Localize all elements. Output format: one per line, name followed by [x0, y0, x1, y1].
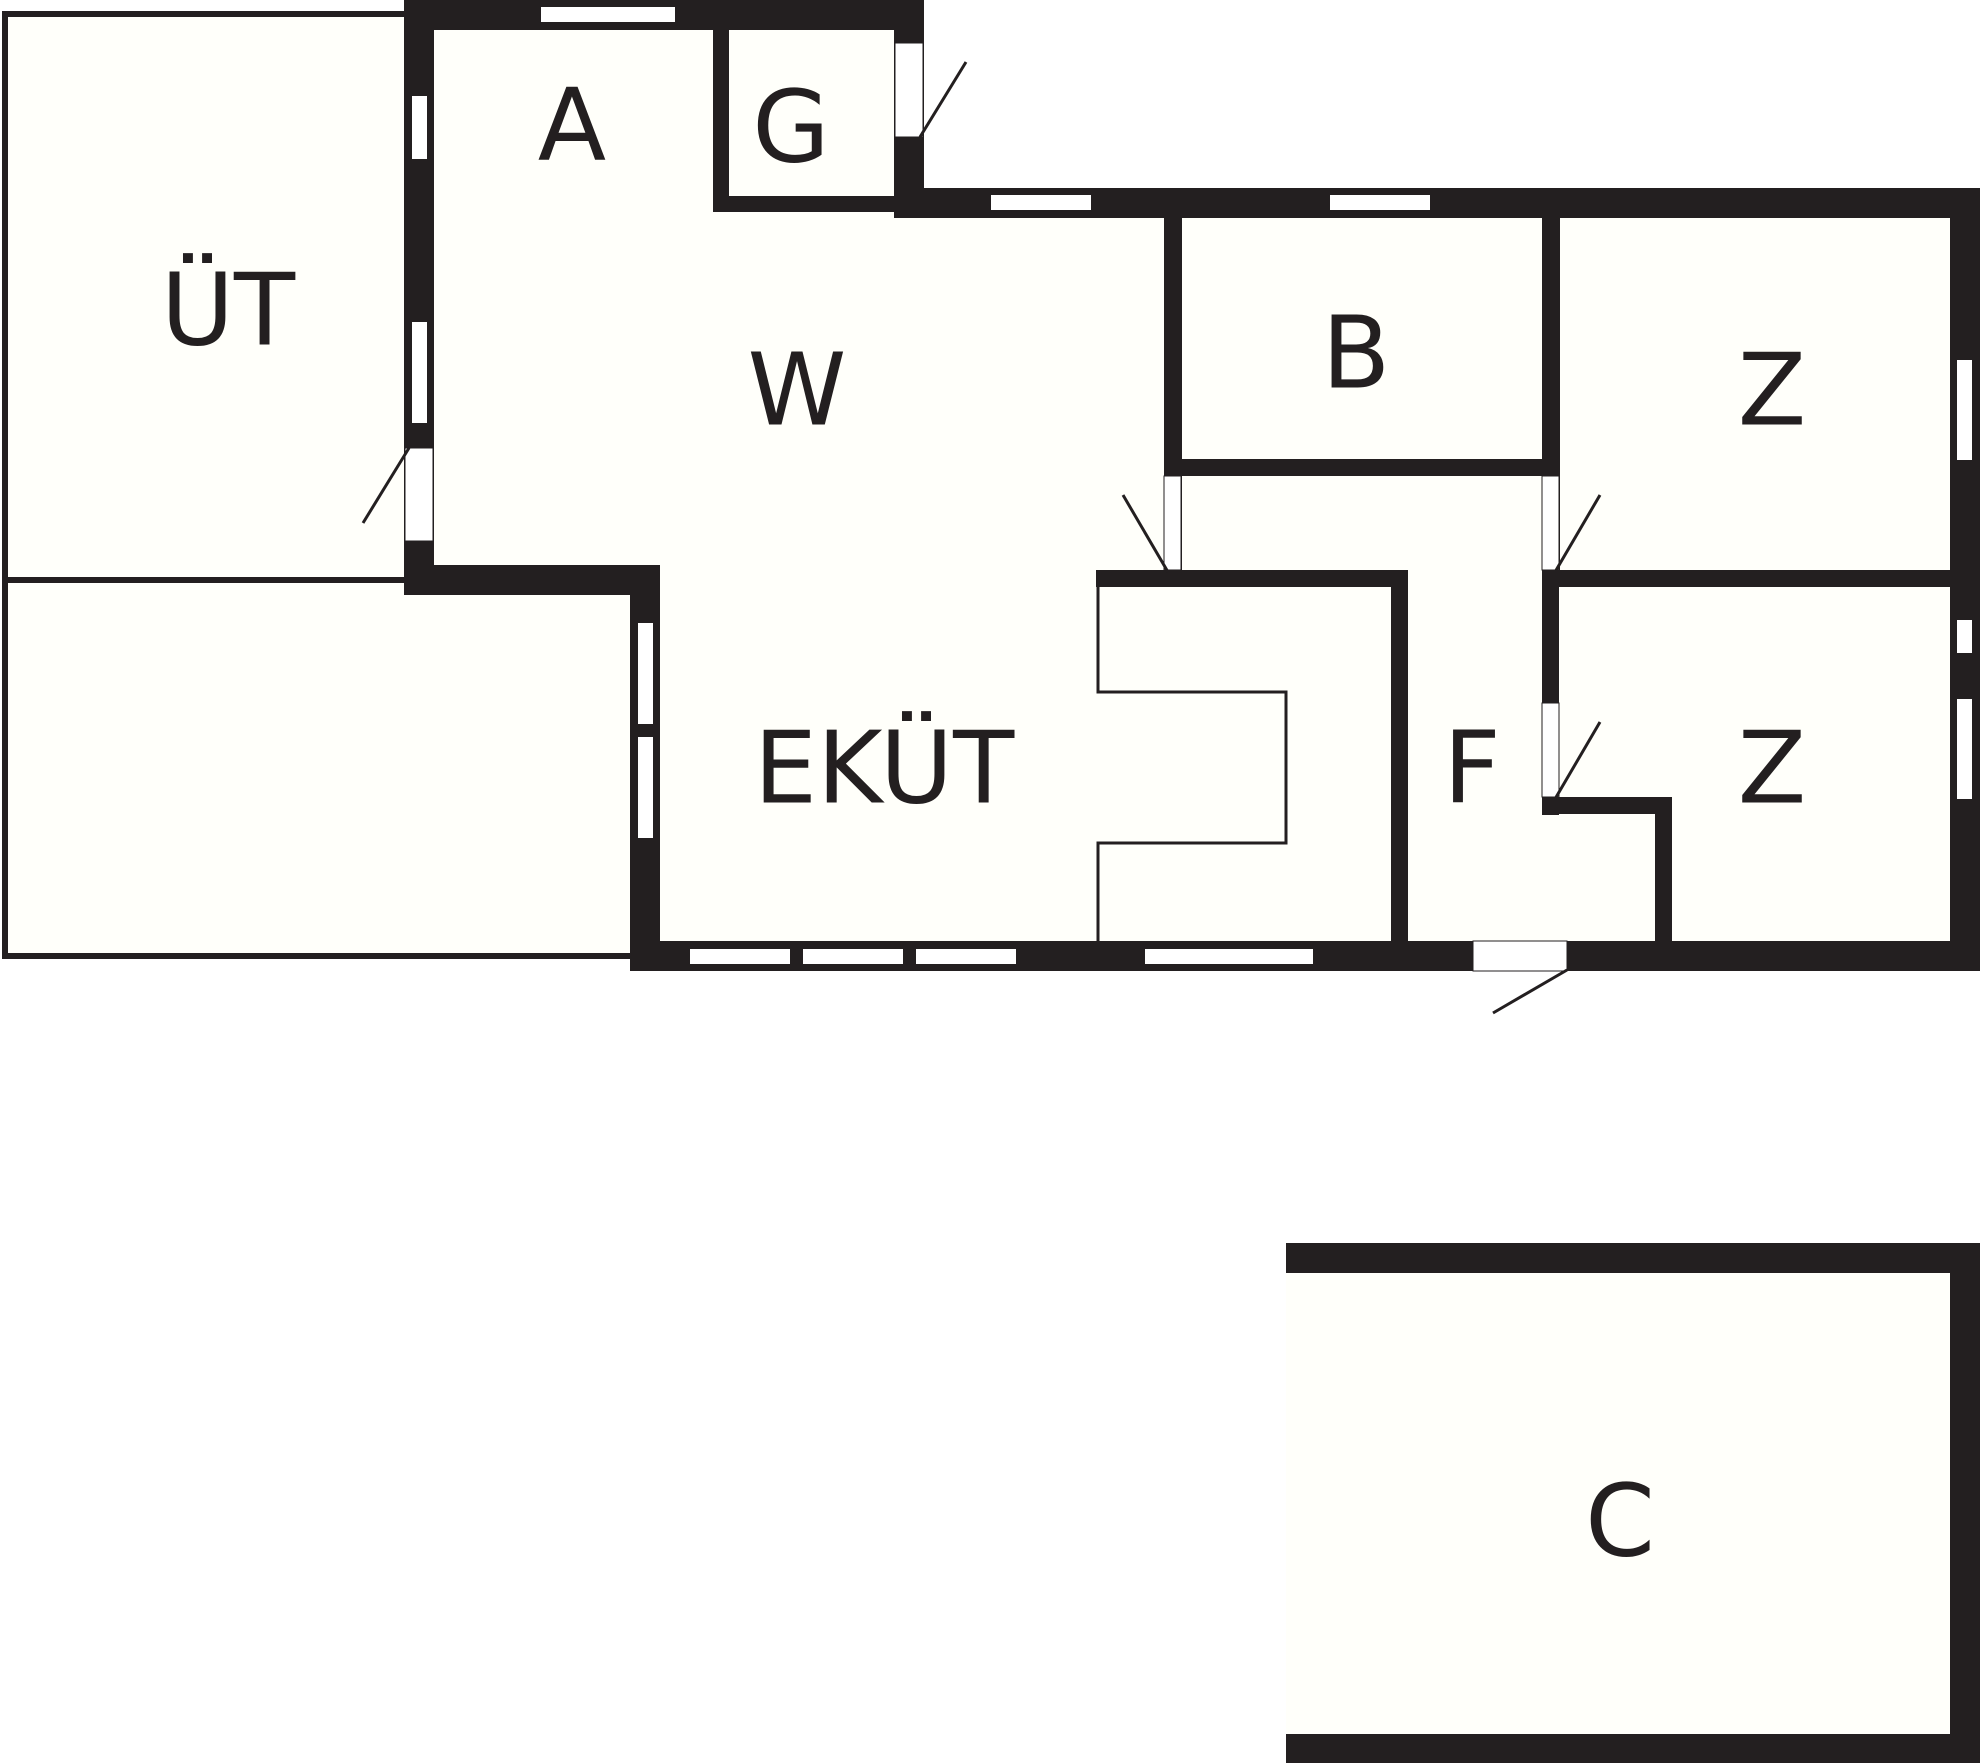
room-label-a: A	[538, 67, 606, 184]
main-floor	[420, 14, 1953, 956]
window	[638, 737, 653, 838]
door-swing	[1553, 721, 1602, 800]
terrace-floor-top	[5, 14, 406, 580]
door-swing	[361, 447, 411, 524]
window	[638, 623, 653, 724]
window	[1145, 949, 1313, 964]
window	[1957, 699, 1972, 799]
wall-z1-bottom	[1542, 570, 1953, 587]
window	[412, 322, 427, 423]
window	[1957, 360, 1972, 460]
room-label-ut: ÜT	[161, 252, 296, 369]
room-label-z-lower: Z	[1738, 710, 1807, 827]
door-swing	[918, 61, 968, 138]
window	[916, 949, 1016, 964]
door-opening	[1163, 475, 1182, 571]
door-opening	[404, 447, 434, 542]
window	[1957, 620, 1972, 653]
window	[541, 7, 675, 22]
door-opening	[1472, 940, 1568, 972]
terrace-outline	[2, 11, 635, 959]
wall-g-bottom	[713, 196, 909, 212]
windows	[412, 7, 1972, 964]
room-label-b: B	[1322, 295, 1391, 412]
room-label-f: F	[1443, 710, 1501, 827]
wall-z2-step	[1542, 797, 1672, 814]
garage-wall-top	[1286, 1243, 1980, 1273]
wall-b-bottom	[1164, 459, 1560, 476]
door-swing	[1121, 494, 1170, 573]
door-swing	[1553, 494, 1602, 573]
window	[991, 195, 1091, 210]
wall-z2-lower	[1655, 797, 1672, 950]
room-label-w: W	[748, 332, 847, 449]
room-label-z-upper: Z	[1738, 332, 1807, 449]
wall-g-left	[713, 14, 729, 212]
wall-step-a	[404, 565, 660, 595]
window	[690, 949, 790, 964]
garage-floor	[1286, 1256, 1953, 1734]
garage-wall-right	[1950, 1243, 1980, 1763]
stairs-outline	[1096, 581, 1288, 945]
door-opening	[1541, 702, 1560, 798]
window	[1330, 195, 1430, 210]
door-openings	[404, 42, 1568, 972]
window	[803, 949, 903, 964]
room-labels: ÜT A G W B Z Z EKÜT F C	[161, 67, 1806, 1580]
wall-right	[1950, 188, 1980, 971]
wall-hall-top	[1096, 570, 1408, 587]
wall-hall-right	[1391, 570, 1408, 950]
garage-wall-bottom	[1286, 1734, 1980, 1763]
garage-walls	[1286, 1243, 1980, 1763]
door-opening	[1541, 475, 1560, 571]
window	[412, 96, 427, 159]
floor-fills	[5, 14, 1953, 1734]
room-label-c: C	[1585, 1463, 1655, 1580]
room-label-g: G	[752, 69, 830, 186]
door-opening	[894, 42, 924, 138]
terrace-edge	[2, 11, 635, 959]
terrace-floor-bottom	[5, 580, 635, 956]
door-swing	[1492, 968, 1568, 1015]
room-label-ekut: EKÜT	[754, 710, 1015, 827]
door-swings	[361, 61, 1602, 1015]
